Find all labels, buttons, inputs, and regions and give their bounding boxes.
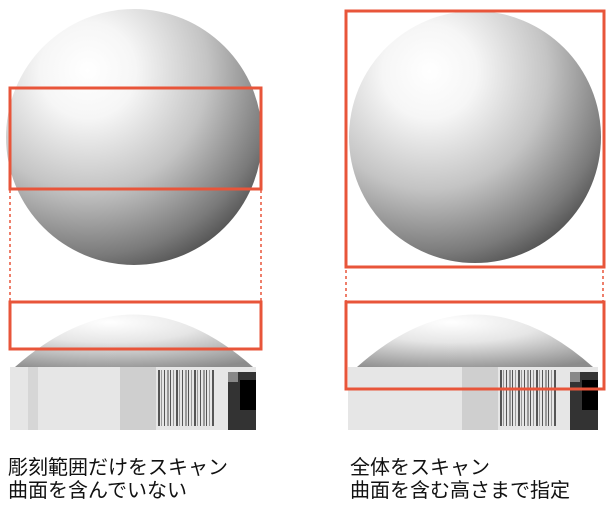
left-dome (15, 314, 253, 367)
relief-stripe (527, 370, 529, 426)
right-caption: 全体をスキャン 曲面を含む高さまで指定 (350, 456, 570, 502)
relief-stripe (179, 370, 180, 426)
left-caption-line1: 彫刻範囲だけをスキャン (8, 455, 228, 479)
left-scan-box-bottom (8, 300, 263, 351)
relief-stripe (188, 370, 189, 426)
relief-stripe (182, 370, 183, 426)
relief-stripe (206, 370, 207, 426)
relief-stripe (170, 370, 171, 426)
right-dome (357, 314, 593, 367)
right-scan-box-top (344, 9, 606, 269)
relief-stripe (191, 370, 192, 426)
relief-stripe (533, 370, 534, 426)
relief-stripe (176, 370, 178, 426)
right-scan-box-bottom (344, 300, 606, 391)
right-caption-line1: 全体をスキャン (350, 455, 490, 479)
left-caption-line2: 曲面を含んでいない (8, 478, 187, 502)
relief-stripe (167, 370, 169, 426)
relief-stripe (521, 370, 522, 426)
relief-stripe (554, 370, 556, 426)
left-scan-box-top (8, 86, 263, 191)
right-relief-base (348, 367, 598, 430)
relief-stripe (515, 370, 516, 426)
relief-stripe (173, 370, 174, 426)
left-sphere (6, 9, 262, 265)
relief-stripe (518, 370, 520, 426)
relief-stripe (536, 370, 538, 426)
relief-stripe (545, 370, 547, 426)
relief-stripe (203, 370, 205, 426)
relief-stripe (194, 370, 196, 426)
relief-stripe (524, 370, 525, 426)
relief-stripe (158, 370, 160, 426)
relief-stripe (212, 370, 214, 426)
left-panel (6, 9, 263, 430)
relief-stripe (503, 370, 504, 426)
relief-stripe (500, 370, 502, 426)
relief-stripe (161, 370, 162, 426)
left-relief-base (10, 367, 256, 430)
relief-stripe (200, 370, 201, 426)
right-sphere (349, 11, 601, 263)
relief-stripe (539, 370, 540, 426)
relief-stripe (542, 370, 543, 426)
relief-stripe (506, 370, 507, 426)
relief-stripe (551, 370, 552, 426)
relief-stripe (209, 370, 210, 426)
right-caption-line2: 曲面を含む高さまで指定 (350, 478, 570, 502)
relief-stripe (509, 370, 511, 426)
relief-stripe (512, 370, 513, 426)
right-panel (344, 9, 606, 430)
relief-stripe (548, 370, 549, 426)
relief-stripe (164, 370, 165, 426)
relief-stripe (185, 370, 187, 426)
relief-stripe (197, 370, 198, 426)
left-caption: 彫刻範囲だけをスキャン 曲面を含んでいない (8, 456, 228, 502)
relief-stripe (530, 370, 531, 426)
